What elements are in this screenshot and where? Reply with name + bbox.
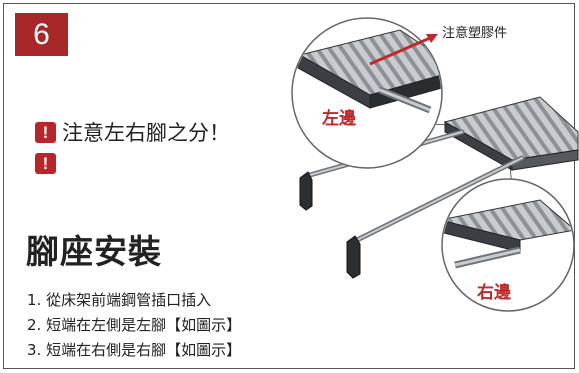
warning-icon: ! xyxy=(35,153,56,174)
page-frame xyxy=(3,3,575,369)
bed-frame xyxy=(443,96,579,171)
instruction-step: 3. 短端在右側是右腳【如圖示】 xyxy=(27,341,242,359)
section-heading: 腳座安裝 xyxy=(26,232,162,271)
step-number-badge: 6 xyxy=(15,13,68,56)
warning-row-1: ! 注意左右腳之分！ xyxy=(35,117,230,147)
leg-tube-lower xyxy=(346,155,525,279)
warning-text: 注意左右腳之分！ xyxy=(62,121,230,145)
left-detail-magnifier xyxy=(291,17,443,169)
right-side-label: 右邊 xyxy=(477,283,511,303)
left-side-label: 左邊 xyxy=(322,109,356,129)
instruction-step: 2. 短端在左側是左腳【如圖示】 xyxy=(27,316,242,334)
instruction-list: 1. 從床架前端鋼管插口插入 2. 短端在左側是左腳【如圖示】 3. 短端在右側… xyxy=(27,288,241,363)
warning-icon: ! xyxy=(35,121,56,143)
instruction-step: 1. 從床架前端鋼管插口插入 xyxy=(27,291,212,309)
right-detail-magnifier xyxy=(441,178,575,312)
warning-row-2: ! xyxy=(35,153,62,174)
plastic-part-callout: 注意塑膠件 xyxy=(442,26,508,41)
